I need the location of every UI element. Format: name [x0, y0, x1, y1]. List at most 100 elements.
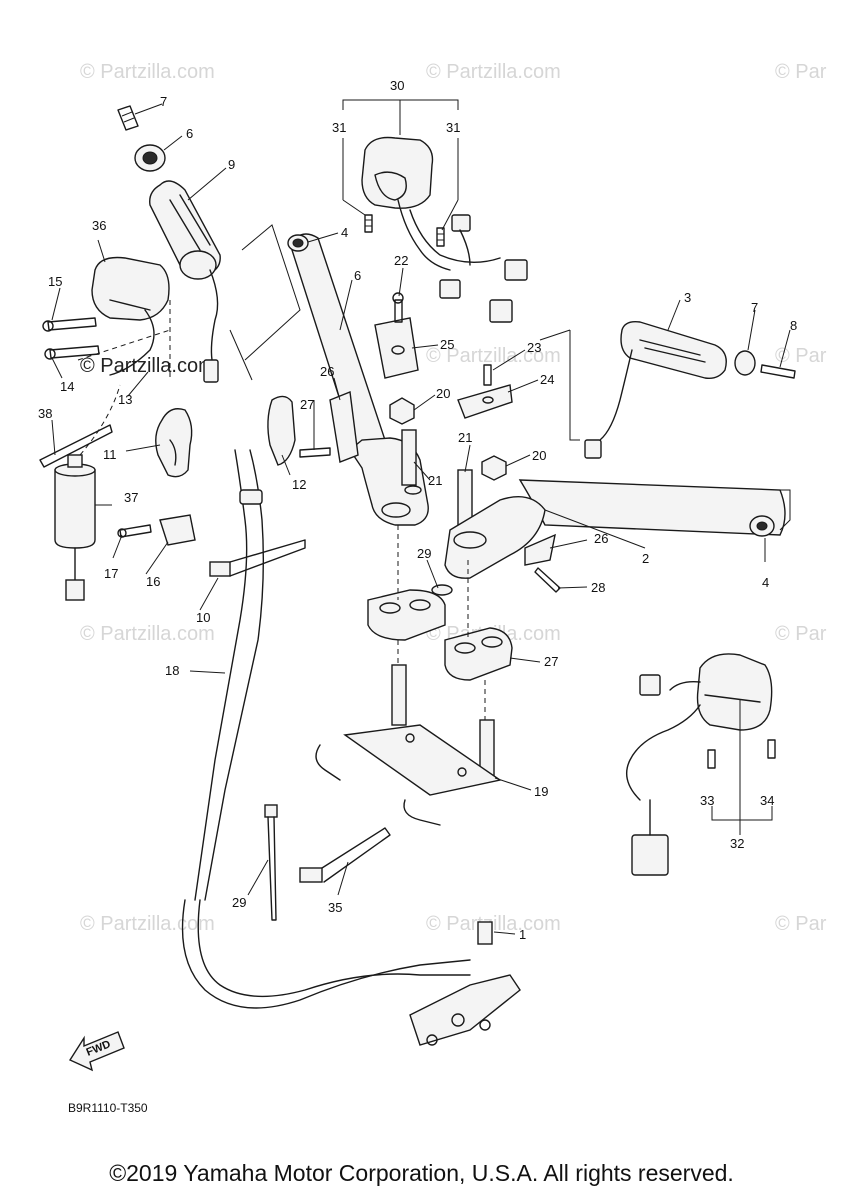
- callout-10: 11: [103, 447, 117, 462]
- handlebar-switch-32: [626, 653, 773, 876]
- screw-31-right: [436, 227, 445, 247]
- grip-end-6: [134, 144, 166, 172]
- callout-20: 21: [458, 430, 472, 445]
- shim-28: [431, 584, 453, 596]
- callout-6: 7: [751, 300, 758, 315]
- callout-8: 9: [228, 157, 235, 172]
- bracket-24: [524, 533, 556, 566]
- clamp-11: [267, 395, 296, 466]
- callout-12: 13: [118, 392, 132, 407]
- callout-31: 31: [332, 120, 346, 135]
- screw-31-left: [364, 214, 373, 233]
- callout-34: 34: [760, 793, 774, 808]
- screw-21-upper: [392, 292, 404, 323]
- screw-26-left: [299, 447, 331, 458]
- watermark: © Partzilla.com: [426, 345, 561, 367]
- bolt-14: [42, 317, 97, 332]
- screw-7: [117, 105, 139, 131]
- callout-26: 28: [591, 580, 605, 595]
- callout-17: 18: [165, 663, 179, 678]
- callout-30: 30: [390, 78, 404, 93]
- callout-33: 33: [700, 793, 714, 808]
- throttle-cables-17: [181, 449, 471, 1009]
- screw-7-right: [760, 364, 796, 379]
- cable-tie-35: [299, 827, 391, 883]
- plate-22: [457, 384, 513, 419]
- nut-19-lower: [481, 455, 507, 481]
- callout-29: 29: [232, 895, 246, 910]
- callout-21: 23: [527, 340, 541, 355]
- callout-7: 8: [790, 318, 797, 333]
- callout-5: 6: [354, 268, 361, 283]
- watermark: © Par: [775, 345, 827, 367]
- callout-31: 31: [446, 120, 460, 135]
- callout-4: 4: [341, 225, 348, 240]
- holder-lower-left: [367, 589, 446, 641]
- callout-11: 12: [292, 477, 306, 492]
- watermark: © Partzilla.com: [80, 913, 215, 935]
- callout-14: 15: [48, 274, 62, 289]
- callout-leaders: [51, 103, 791, 935]
- plate-23: [374, 317, 419, 379]
- grip-end-6-right: [734, 350, 756, 376]
- callout-22: 24: [540, 372, 554, 387]
- callout-28: 29: [417, 546, 431, 561]
- callout-3: 3: [684, 290, 691, 305]
- handlebar-switch-left: [361, 136, 528, 323]
- watermark: © Partzilla.com: [80, 61, 215, 83]
- watermark: © Partzilla.com: [426, 913, 561, 935]
- bolt-1: [477, 921, 493, 945]
- callout-25: 26: [320, 364, 334, 379]
- cable-tie-29: [264, 804, 278, 921]
- callout-35: 35: [328, 900, 342, 915]
- watermark: © Par: [775, 61, 827, 83]
- watermark: © Par: [775, 623, 827, 645]
- callout-23: 25: [440, 337, 454, 352]
- cable-bracket: [409, 974, 521, 1046]
- callout-37: 37: [124, 490, 138, 505]
- bolt-13: [44, 345, 100, 360]
- callout-4: 4: [762, 575, 769, 590]
- screws-33-34: [707, 739, 776, 769]
- reservoir-cover-36: [91, 256, 170, 376]
- lower-bracket-18: [315, 664, 502, 826]
- watermarks: © Partzilla.com © Partzilla.com © Par © …: [80, 61, 827, 935]
- callout-7: 7: [160, 94, 167, 109]
- copyright-notice: ©2019 Yamaha Motor Corporation, U.S.A. A…: [109, 1160, 734, 1186]
- watermark-dark: © Partzilla.com: [80, 355, 215, 377]
- grip-8: [149, 180, 221, 383]
- lever-holder-10: [155, 408, 193, 478]
- cable-tie-9: [209, 539, 306, 577]
- reservoir-37: [54, 454, 96, 601]
- bracket-25: [329, 391, 359, 463]
- end-weight-4: [287, 234, 309, 252]
- callout-26: 27: [300, 397, 314, 412]
- callout-38: 38: [38, 406, 52, 421]
- bolt-20-upper: [401, 429, 417, 486]
- diagram-code: B9R1110-T350: [68, 1101, 148, 1115]
- watermark: © Par: [775, 913, 827, 935]
- grip-3: [584, 320, 727, 459]
- holder-27: [444, 627, 513, 681]
- callout-2: 2: [642, 551, 649, 566]
- watermark: © Partzilla.com: [426, 61, 561, 83]
- fwd-arrow-icon: FWD: [68, 1031, 125, 1072]
- nut-19-upper: [389, 397, 415, 425]
- callout-labels: 7 6 9 36 30 31 31 4 6 22 25 23 24 20 21 …: [38, 78, 797, 942]
- callout-24: 26: [594, 531, 608, 546]
- handlebar-right: [444, 479, 786, 579]
- screw-21-lower: [483, 364, 492, 386]
- callout-36: 36: [92, 218, 106, 233]
- callout-15: 16: [146, 574, 160, 589]
- watermark: © Partzilla.com: [80, 623, 215, 645]
- callout-9: 10: [196, 610, 210, 625]
- callout-19: 20: [436, 386, 450, 401]
- callout-6: 6: [186, 126, 193, 141]
- callout-13: 14: [60, 379, 74, 394]
- callout-27: 27: [544, 654, 558, 669]
- screw-26-right: [534, 567, 561, 593]
- callout-18: 19: [534, 784, 548, 799]
- callout-21: 22: [394, 253, 408, 268]
- callout-32: 32: [730, 836, 744, 851]
